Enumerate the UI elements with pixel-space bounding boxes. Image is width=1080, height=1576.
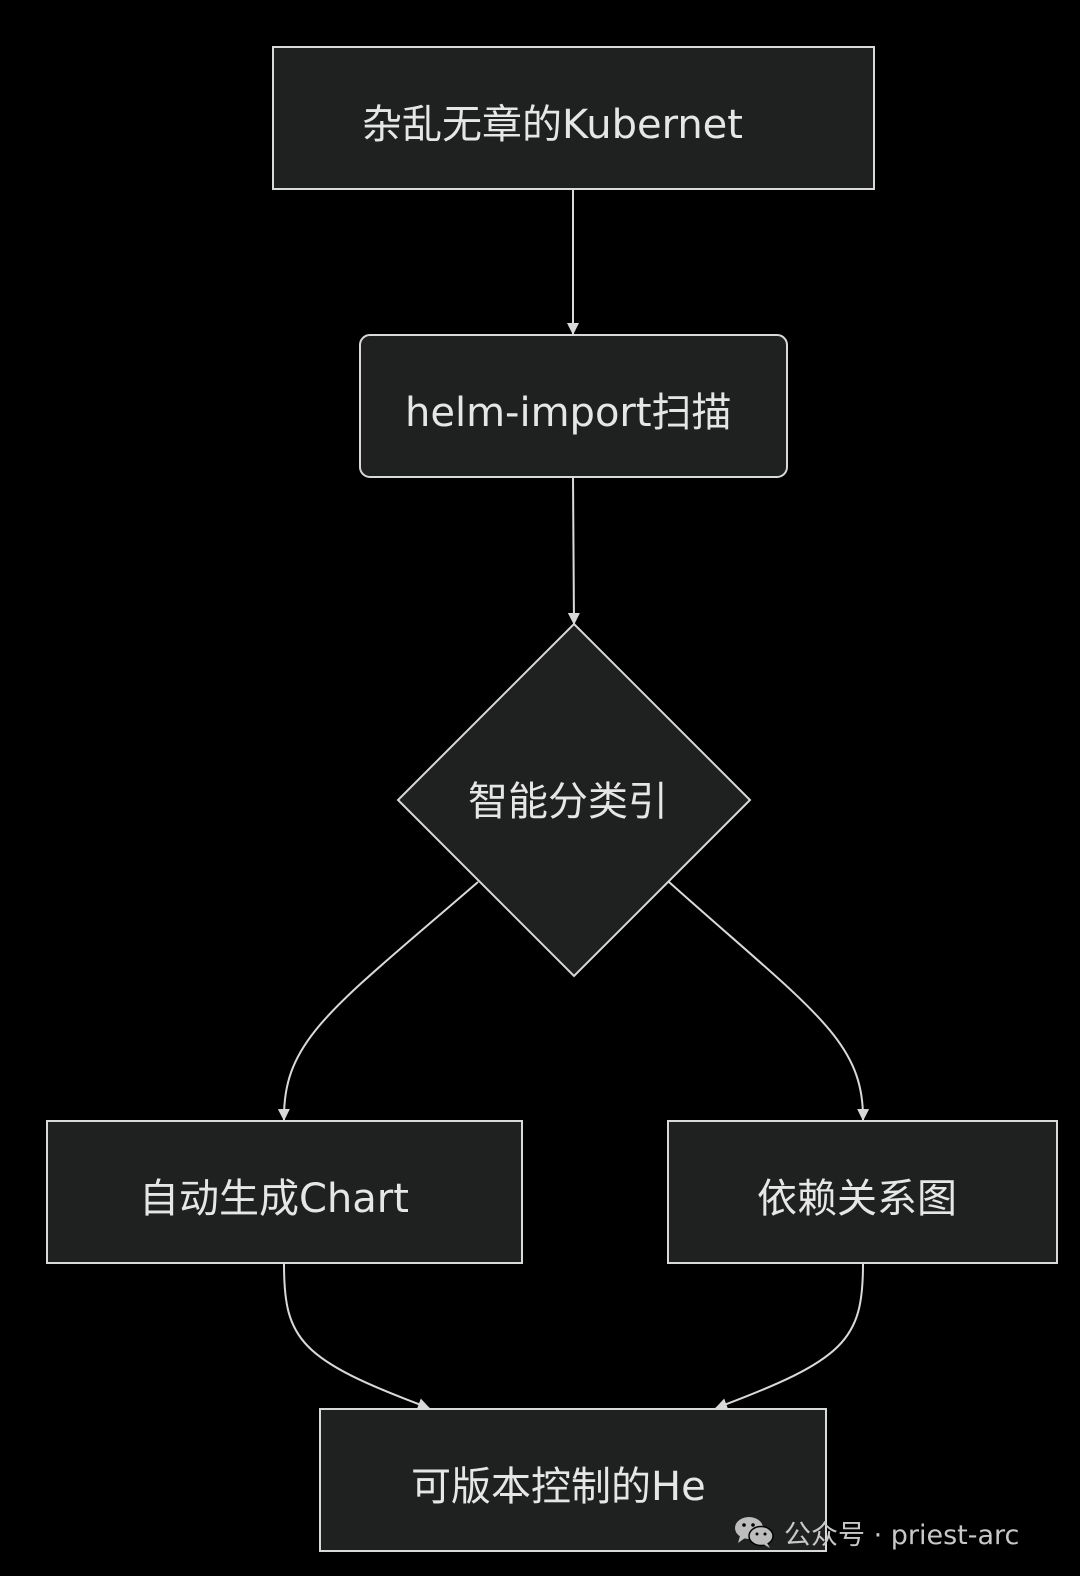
node-start-box	[272, 46, 875, 190]
watermark: 公众号 · priest-arc	[734, 1510, 1019, 1554]
node-generate-box	[46, 1120, 523, 1264]
node-scan-box	[359, 334, 788, 478]
node-start-label: 杂乱无章的Kubernet	[362, 102, 743, 148]
node-classify-label: 智能分类引	[468, 779, 668, 825]
wechat-icon	[735, 1517, 774, 1548]
edge-classify-to-generate	[277, 881, 479, 1121]
edge-scan-to-classify	[567, 476, 580, 625]
edge-deps-to-result	[715, 1263, 864, 1410]
node-generate-label: 自动生成Chart	[139, 1176, 409, 1222]
node-result-label: 可版本控制的He	[411, 1464, 706, 1510]
edge-classify-to-deps	[668, 881, 870, 1121]
node-deps-label: 依赖关系图	[757, 1176, 957, 1222]
node-scan-label: helm-import扫描	[405, 390, 732, 436]
node-classify-diamond	[396, 622, 752, 978]
edge-generate-to-result	[283, 1263, 430, 1410]
watermark-text: 公众号 · priest-arc	[784, 1519, 1020, 1551]
node-deps-box	[667, 1120, 1058, 1264]
